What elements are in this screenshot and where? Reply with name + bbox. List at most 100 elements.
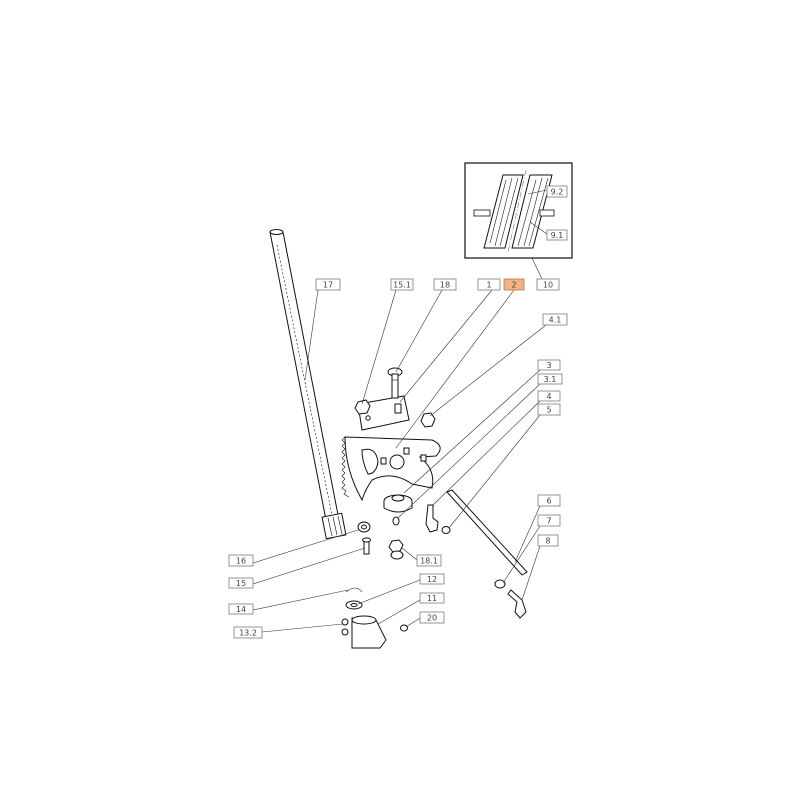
leader-line-8: [521, 545, 541, 601]
callout-3-1: 3.1: [537, 373, 563, 385]
nut-washer-lower: [388, 539, 404, 560]
callout-15: 15: [228, 577, 254, 589]
callout-text: 15: [236, 579, 246, 588]
callout-text: 12: [427, 575, 437, 584]
ball-joint-upper: [425, 504, 439, 533]
leader-lines: [252, 189, 548, 633]
leader-line-9-1: [529, 221, 548, 235]
callout-box: [419, 611, 445, 624]
callout-1: 1: [477, 278, 501, 291]
callout-2: 2: [503, 278, 525, 291]
nut-right: [441, 526, 451, 534]
callout-text: 7: [546, 517, 551, 526]
callout-box: [546, 185, 568, 198]
leader-line-18-1: [401, 547, 418, 561]
callout-box: [390, 278, 414, 291]
callout-9-2: 9.2: [546, 185, 568, 198]
sleeve-section: [473, 169, 555, 253]
circlip: [345, 587, 363, 593]
leader-line-13-2: [261, 623, 344, 633]
steering-shaft: [269, 229, 347, 540]
callout-3: 3: [537, 359, 561, 371]
callout-text: 3.1: [544, 375, 557, 384]
callout-18: 18: [433, 278, 457, 291]
callout-box: [315, 278, 341, 291]
callout-text: 3: [546, 361, 551, 370]
leader-line-18: [395, 289, 443, 373]
leader-line-7: [502, 525, 541, 584]
small-fittings: [341, 618, 349, 636]
callout-17: 17: [315, 278, 341, 291]
sector-gear: [341, 436, 441, 502]
callout-text: 15.1: [393, 281, 411, 290]
leader-line-15-1: [361, 289, 397, 405]
screw: [362, 537, 371, 555]
detail-inset: [464, 162, 573, 259]
washer: [345, 600, 363, 610]
callout-box: [419, 573, 445, 585]
nut-upper-left: [354, 399, 371, 415]
leader-line-10: [531, 257, 543, 280]
callout-text: 17: [323, 281, 333, 290]
callout-box: [233, 626, 263, 639]
leader-line-20: [405, 617, 421, 628]
ball-joint-lower: [507, 589, 527, 619]
callout-text: 13.2: [239, 629, 257, 638]
callout-box: [433, 278, 457, 291]
callout-text: 9.1: [551, 231, 564, 240]
callout-box: [546, 229, 568, 241]
callout-text: 10: [543, 281, 553, 290]
callout-text: 18: [440, 281, 450, 290]
leader-line-15: [252, 547, 366, 585]
callout-20: 20: [419, 611, 445, 624]
leader-line-12: [357, 579, 421, 605]
callout-box: [537, 390, 561, 402]
callout-text: 1: [486, 281, 491, 290]
callout-text: 11: [427, 594, 437, 603]
callout-text: 9.2: [551, 188, 564, 197]
callout-11: 11: [419, 592, 445, 604]
nut-upper-right: [420, 412, 436, 428]
bracket-plate: [357, 395, 410, 431]
callout-text: 5: [546, 406, 551, 415]
nut-tie-rod: [494, 579, 506, 589]
leader-line-5: [448, 414, 541, 529]
callout-text: 2: [511, 281, 516, 290]
callout-box: [416, 554, 442, 567]
callout-8: 8: [537, 534, 559, 547]
bushing: [383, 494, 413, 513]
callout-box: [537, 403, 561, 416]
leader-line-16: [252, 529, 359, 564]
leader-line-14: [252, 589, 349, 611]
lower-housing: [351, 615, 387, 649]
callout-box: [228, 554, 254, 567]
leader-line-3-1: [397, 383, 541, 519]
callout-12: 12: [419, 573, 445, 585]
leader-line-9-2: [527, 189, 548, 195]
tie-rod: [446, 489, 528, 576]
callout-box: [419, 592, 445, 604]
callout-text: 6: [546, 497, 551, 506]
callout-text: 16: [236, 557, 246, 566]
callout-text: 20: [427, 614, 437, 623]
callout-9-1: 9.1: [546, 229, 568, 241]
callout-4-1: 4.1: [542, 313, 568, 326]
callout-10: 10: [536, 278, 560, 291]
callout-box: [503, 278, 525, 291]
leader-line-4: [431, 400, 541, 507]
leader-line-3: [403, 369, 541, 494]
callout-box: [542, 313, 568, 326]
callout-box: [537, 359, 561, 371]
callout-box: [228, 577, 254, 589]
callout-14: 14: [228, 603, 254, 615]
callout-text: 8: [545, 537, 550, 546]
small-washer: [392, 516, 400, 526]
callout-box: [537, 534, 559, 547]
callout-text: 14: [236, 605, 246, 614]
callout-box: [477, 278, 501, 291]
leader-line-6: [514, 505, 541, 563]
leader-line-2: [395, 289, 515, 449]
callout-box: [228, 603, 254, 615]
